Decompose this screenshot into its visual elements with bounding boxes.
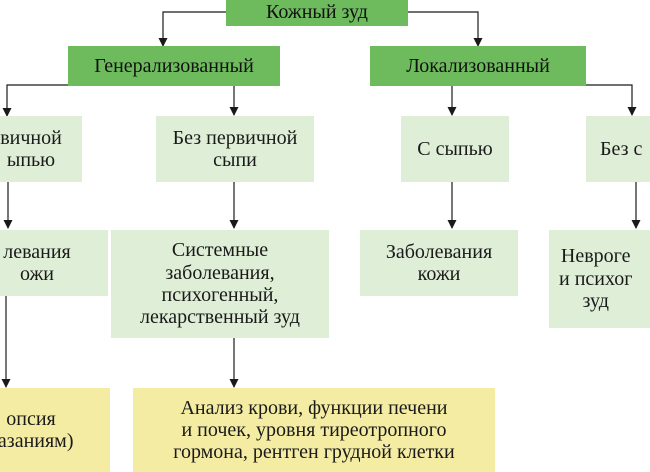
node-skin-diseases-right: Заболевания кожи [360, 230, 518, 296]
arrow-generalized-to-with-rash [2, 84, 68, 117]
node-gen-with-primary-rash: вичной ыпью [0, 116, 82, 182]
node-root-pruritus: Кожный зуд [226, 0, 408, 26]
arrow-root-to-localized [408, 11, 483, 47]
node-blood-liver-kidney-tsh-xray-tests: Анализ крови, функции печени и почек, ур… [133, 388, 495, 472]
node-systemic-psychogenic-drug-itch: Системные заболевания, психогенный, лека… [111, 230, 329, 338]
arrow-localized-to-without-rash [586, 84, 637, 116]
node-loc-with-rash: С сыпью [401, 116, 509, 182]
node-neurogenic-psychogenic-itch: Невроге и психог зуд [549, 230, 650, 328]
node-loc-without-rash: Без с [586, 116, 650, 182]
node-gen-without-primary-rash: Без первичной сыпи [156, 116, 314, 182]
node-skin-diseases-left: левания ожи [0, 230, 108, 296]
node-generalized: Генерализованный [68, 46, 280, 86]
node-localized: Локализованный [370, 46, 586, 86]
node-biopsy-by-indications: опсия казаниям) [0, 388, 110, 472]
arrow-root-to-generalized [158, 11, 226, 47]
